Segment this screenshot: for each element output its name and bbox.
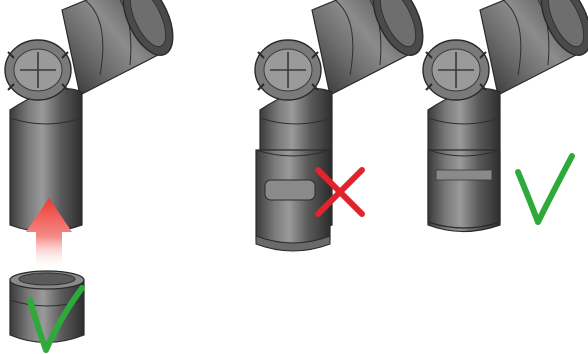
fitted-cap-wrong [256,150,330,251]
fitted-cap-correct [428,150,500,228]
panel-assembly-step [5,0,183,350]
check-mark-icon [518,156,572,222]
panel-correct-fit [423,0,588,232]
end-cap-piece [10,271,84,343]
elbow-pipe-1 [5,0,183,232]
panel-incorrect-fit [255,0,433,251]
